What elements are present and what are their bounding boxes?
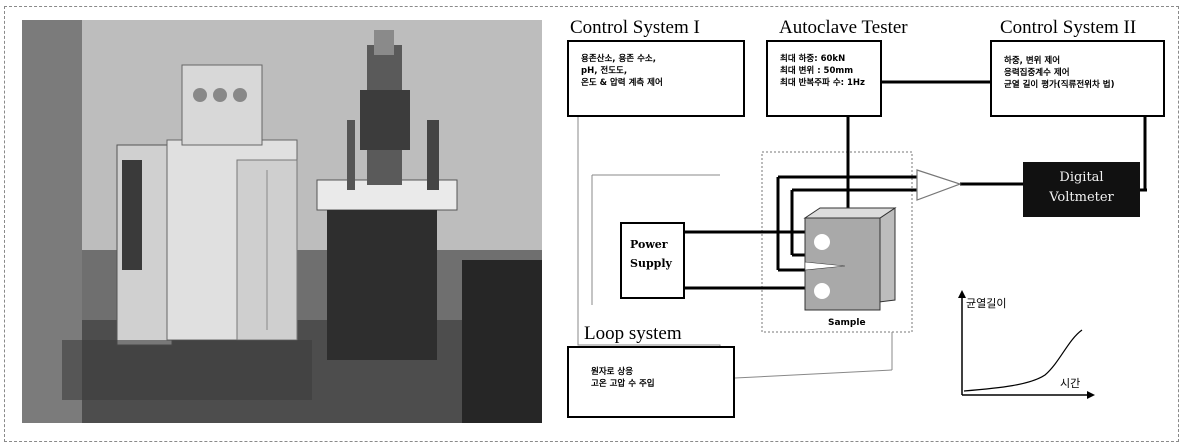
control-system-2-title: Control System II — [1000, 18, 1136, 37]
control-system-1-box: 용존산소, 용존 수소, pH, 전도도, 온도 & 압력 계측 제어 — [567, 40, 745, 117]
control-system-2-box: 하중, 변위 제어 응력집중계수 제어 균열 길이 평가(직류전위차 법) — [990, 40, 1165, 117]
power-supply-box: Power Supply — [620, 222, 685, 299]
loop-system-title: Loop system — [584, 324, 682, 343]
power-supply-line1: Power — [630, 235, 683, 254]
sample-label: Sample — [828, 318, 866, 328]
control-system-2-line: 하중, 변위 제어 — [1004, 55, 1163, 67]
control-system-2-line: 균열 길이 평가(직류전위차 법) — [1004, 79, 1163, 91]
autoclave-spec-line: 최대 하중: 60kN — [780, 53, 880, 65]
power-supply-line2: Supply — [630, 254, 683, 273]
autoclave-tester-title: Autoclave Tester — [779, 18, 908, 37]
loop-system-line: 고온 고압 수 주입 — [591, 378, 733, 390]
loop-system-line: 원자로 상응 — [591, 366, 733, 378]
control-system-1-title: Control System I — [570, 18, 700, 37]
digital-voltmeter-box: Digital Voltmeter — [1023, 162, 1140, 217]
autoclave-spec-line: 최대 반복주파 수: 1Hz — [780, 77, 880, 89]
loop-system-box: 원자로 상응 고온 고압 수 주입 — [567, 346, 735, 418]
control-system-1-line: 온도 & 압력 계측 제어 — [581, 77, 743, 89]
graph-y-label: 균열길이 — [966, 295, 1006, 311]
control-system-1-line: 용존산소, 용존 수소, — [581, 53, 743, 65]
control-system-1-line: pH, 전도도, — [581, 65, 743, 77]
digital-voltmeter-line1: Digital — [1023, 168, 1140, 188]
digital-voltmeter-line2: Voltmeter — [1023, 188, 1140, 208]
autoclave-spec-line: 최대 변위 : 50mm — [780, 65, 880, 77]
graph-x-label: 시간 — [1060, 375, 1080, 391]
autoclave-tester-box: 최대 하중: 60kN 최대 변위 : 50mm 최대 반복주파 수: 1Hz — [766, 40, 882, 117]
control-system-2-line: 응력집중계수 제어 — [1004, 67, 1163, 79]
